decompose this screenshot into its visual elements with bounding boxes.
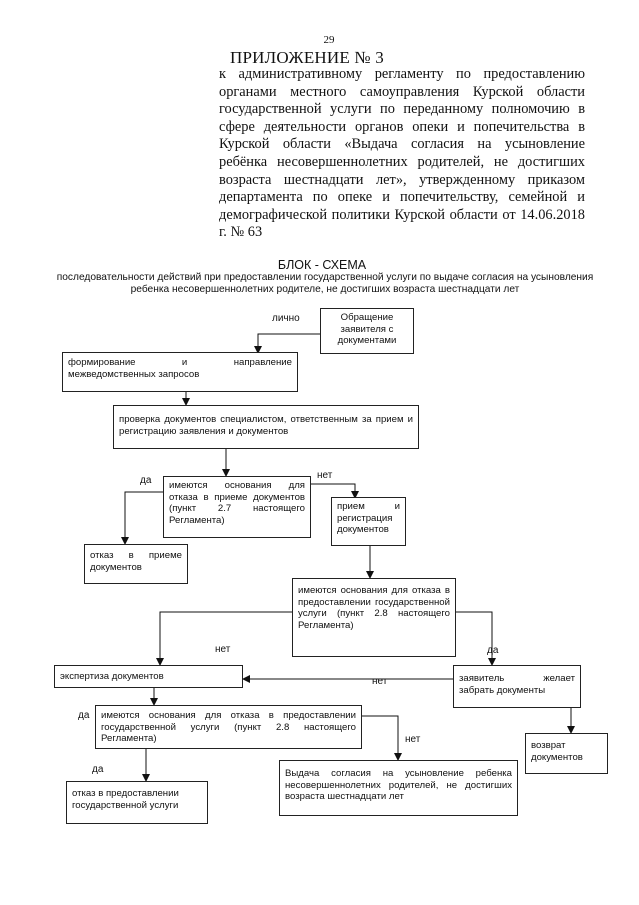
label-no-wants: нет <box>372 676 388 687</box>
connector-decision2-no <box>156 611 292 666</box>
node-applicant: Обращение заявителя с документами <box>320 308 414 354</box>
connector-decision2-yes <box>456 611 496 666</box>
appendix-body: к административному регламенту по предос… <box>219 66 585 241</box>
node-decision-intake: имеются основания для отказа в приеме до… <box>163 476 311 538</box>
label-in-person: лично <box>272 313 300 324</box>
node-consent-issue: Выдача согласия на усыновление ребенка н… <box>279 760 518 816</box>
node-decision-service: имеются основания для отказа в предостав… <box>292 578 456 657</box>
node-intake-registration: прием и регистрация документов <box>331 497 406 546</box>
label-no-service: нет <box>215 644 231 655</box>
label-yes-decision3-left: да <box>78 710 90 721</box>
node-decision-consent: имеются основания для отказа в предостав… <box>95 705 362 749</box>
label-no-intake: нет <box>317 470 333 481</box>
node-return-documents: возврат документов <box>525 733 608 774</box>
label-yes-decision3: да <box>92 764 104 775</box>
label-yes-service: да <box>487 645 499 656</box>
label-no-decision3: нет <box>405 734 421 745</box>
label-yes-intake: да <box>140 475 152 486</box>
node-check-documents: проверка документов специалистом, ответс… <box>113 405 419 449</box>
scheme-title: БЛОК - СХЕМА <box>277 258 367 272</box>
connector-decision1-yes <box>121 491 163 545</box>
page-number: 29 <box>323 34 335 46</box>
appendix-title: ПРИЛОЖЕНИЕ № 3 <box>230 48 384 67</box>
node-service-refusal: отказ в предоставлении государственной у… <box>66 781 208 824</box>
node-expertise: экспертиза документов <box>54 665 243 688</box>
node-intake-refusal: отказ в приеме документов <box>84 544 188 584</box>
connector-applicant-interagency <box>254 333 320 354</box>
node-wants-documents-back: заявитель желает забрать документы <box>453 665 581 708</box>
scheme-subtitle: последовательности действий при предоста… <box>56 272 594 296</box>
node-interagency: формирование и направление межведомствен… <box>62 352 298 392</box>
connector-decision3-no <box>362 715 402 761</box>
